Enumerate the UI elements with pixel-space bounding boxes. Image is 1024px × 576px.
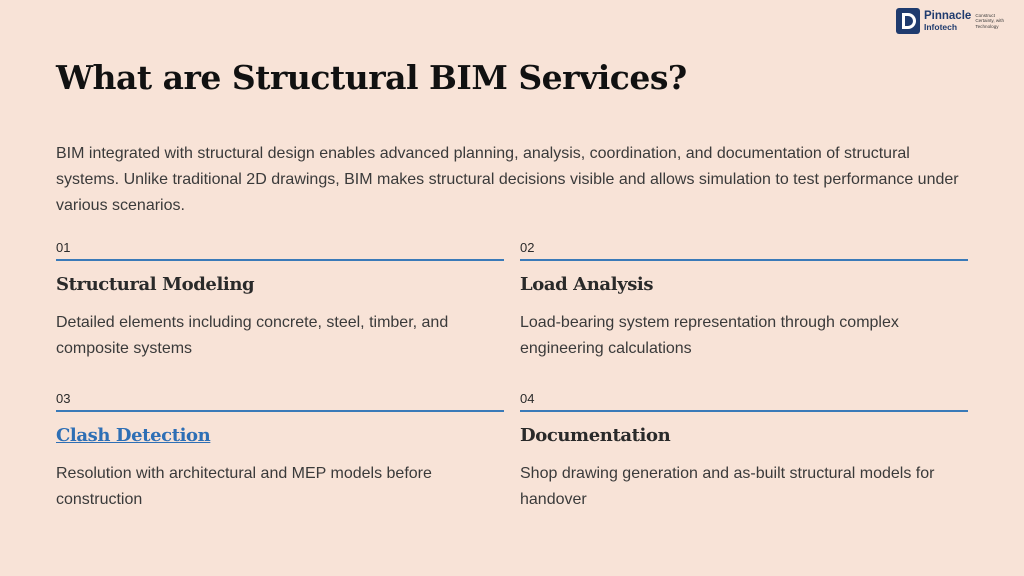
card-description: Detailed elements including concrete, st… <box>56 314 449 357</box>
service-card-documentation: 04 Documentation Shop drawing generation… <box>520 391 968 513</box>
card-number: 02 <box>520 240 535 255</box>
card-description: Load-bearing system representation throu… <box>520 314 899 357</box>
card-description: Shop drawing generation and as-built str… <box>520 465 935 508</box>
service-card-clash-detection: 03 Clash Detection Resolution with archi… <box>56 391 504 513</box>
card-number: 03 <box>56 391 71 406</box>
logo-name: Pinnacle <box>924 9 972 22</box>
card-number: 01 <box>56 240 71 255</box>
card-heading: Load Analysis <box>520 274 654 295</box>
pinnacle-logo: Pinnacle Infotech Construct Certainty, w… <box>896 7 1014 35</box>
card-description: Resolution with architectural and MEP mo… <box>56 465 432 508</box>
card-divider <box>520 410 968 412</box>
service-card-load-analysis: 02 Load Analysis Load-bearing system rep… <box>520 240 968 362</box>
logo-subname: Infotech <box>924 22 958 32</box>
card-divider <box>56 410 504 412</box>
card-divider <box>520 259 968 261</box>
service-card-structural-modeling: 01 Structural Modeling Detailed elements… <box>56 240 504 362</box>
card-divider <box>56 259 504 261</box>
card-heading: Documentation <box>520 425 671 446</box>
card-heading: Structural Modeling <box>56 274 255 295</box>
clash-detection-link[interactable]: Clash Detection <box>56 425 211 446</box>
pinnacle-logo-icon <box>896 8 920 34</box>
intro-paragraph: BIM integrated with structural design en… <box>56 145 959 214</box>
page-title: What are Structural BIM Services? <box>56 58 687 97</box>
card-number: 04 <box>520 391 535 406</box>
logo-tagline: Construct Certainty, with Technology <box>975 13 1005 29</box>
